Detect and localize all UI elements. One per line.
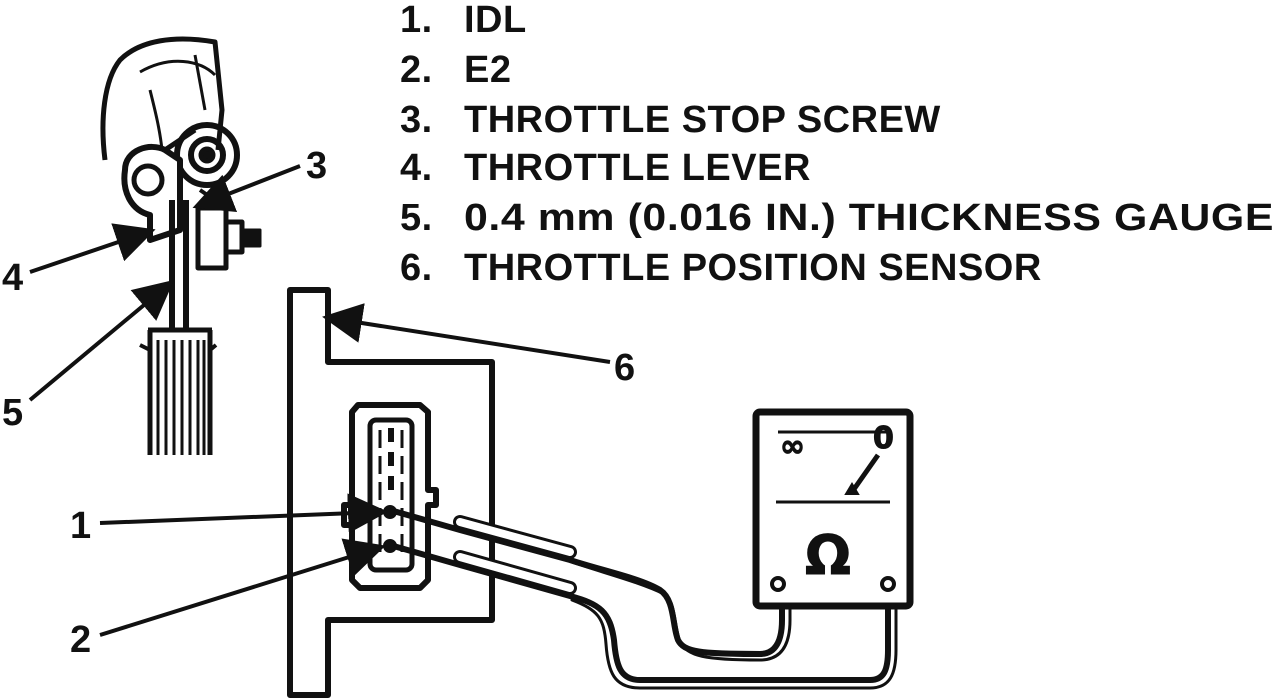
callout-1: 1 [70,505,91,547]
ohmmeter: ∞ 0 Ω [752,408,914,610]
meter-zero-mark: 0 [873,421,894,456]
sensor-connector [341,402,439,591]
legend-item-6: 6. THROTTLE POSITION SENSOR [400,247,1042,289]
leader-4 [29,223,156,274]
meter-infinity-mark: ∞ [780,429,805,464]
throttle-body-housing [100,36,225,161]
leader-2 [99,538,386,637]
lead-lower [387,542,898,690]
callout-4: 4 [2,257,23,299]
ohmmeter-needle [849,453,881,494]
throttle-lever [121,127,197,243]
callout-6: 6 [614,347,635,389]
meter-screw-left [770,576,786,592]
legend-item-4: 4. THROTTLE LEVER [400,147,811,189]
lead-upper [387,507,792,662]
legend-item-1: 1. IDL [400,0,527,41]
legend-number-5: 5. [400,197,433,239]
legend-label-3: THROTTLE STOP SCREW [464,99,941,141]
leader-6 [322,303,611,364]
callout-5: 5 [2,392,23,434]
meter-screw-right [880,576,896,592]
legend: 1. IDL 2. E2 3. THROTTLE STOP SCREW 4. T… [400,0,1274,289]
throttle-position-sensor [287,287,495,698]
legend-item-3: 3. THROTTLE STOP SCREW [400,99,941,141]
meter-ohm-symbol: Ω [805,524,851,587]
legend-label-6: THROTTLE POSITION SENSOR [464,247,1042,289]
callout-numbers: 1 2 3 4 5 6 [2,145,635,661]
legend-number-4: 4. [400,147,433,189]
leader-1 [99,493,388,534]
thickness-gauge [139,200,218,455]
leader-3 [192,164,301,213]
callout-2: 2 [70,619,91,661]
legend-number-2: 2. [400,49,433,91]
legend-item-5: 5. 0.4 mm (0.016 IN.) THICKNESS GAUGE [400,197,1274,239]
legend-item-2: 2. E2 [400,49,511,91]
legend-number-1: 1. [400,0,433,41]
callout-3: 3 [306,145,327,187]
legend-number-3: 3. [400,99,433,141]
legend-label-2: E2 [464,49,511,91]
leader-5 [28,279,175,402]
legend-label-4: THROTTLE LEVER [464,147,811,189]
legend-number-6: 6. [400,247,433,289]
legend-label-5: 0.4 mm (0.016 IN.) THICKNESS GAUGE [464,197,1274,239]
legend-label-1: IDL [464,0,527,41]
test-leads [383,505,898,690]
leader-arrows [28,164,611,637]
throttle-assembly [100,36,262,455]
